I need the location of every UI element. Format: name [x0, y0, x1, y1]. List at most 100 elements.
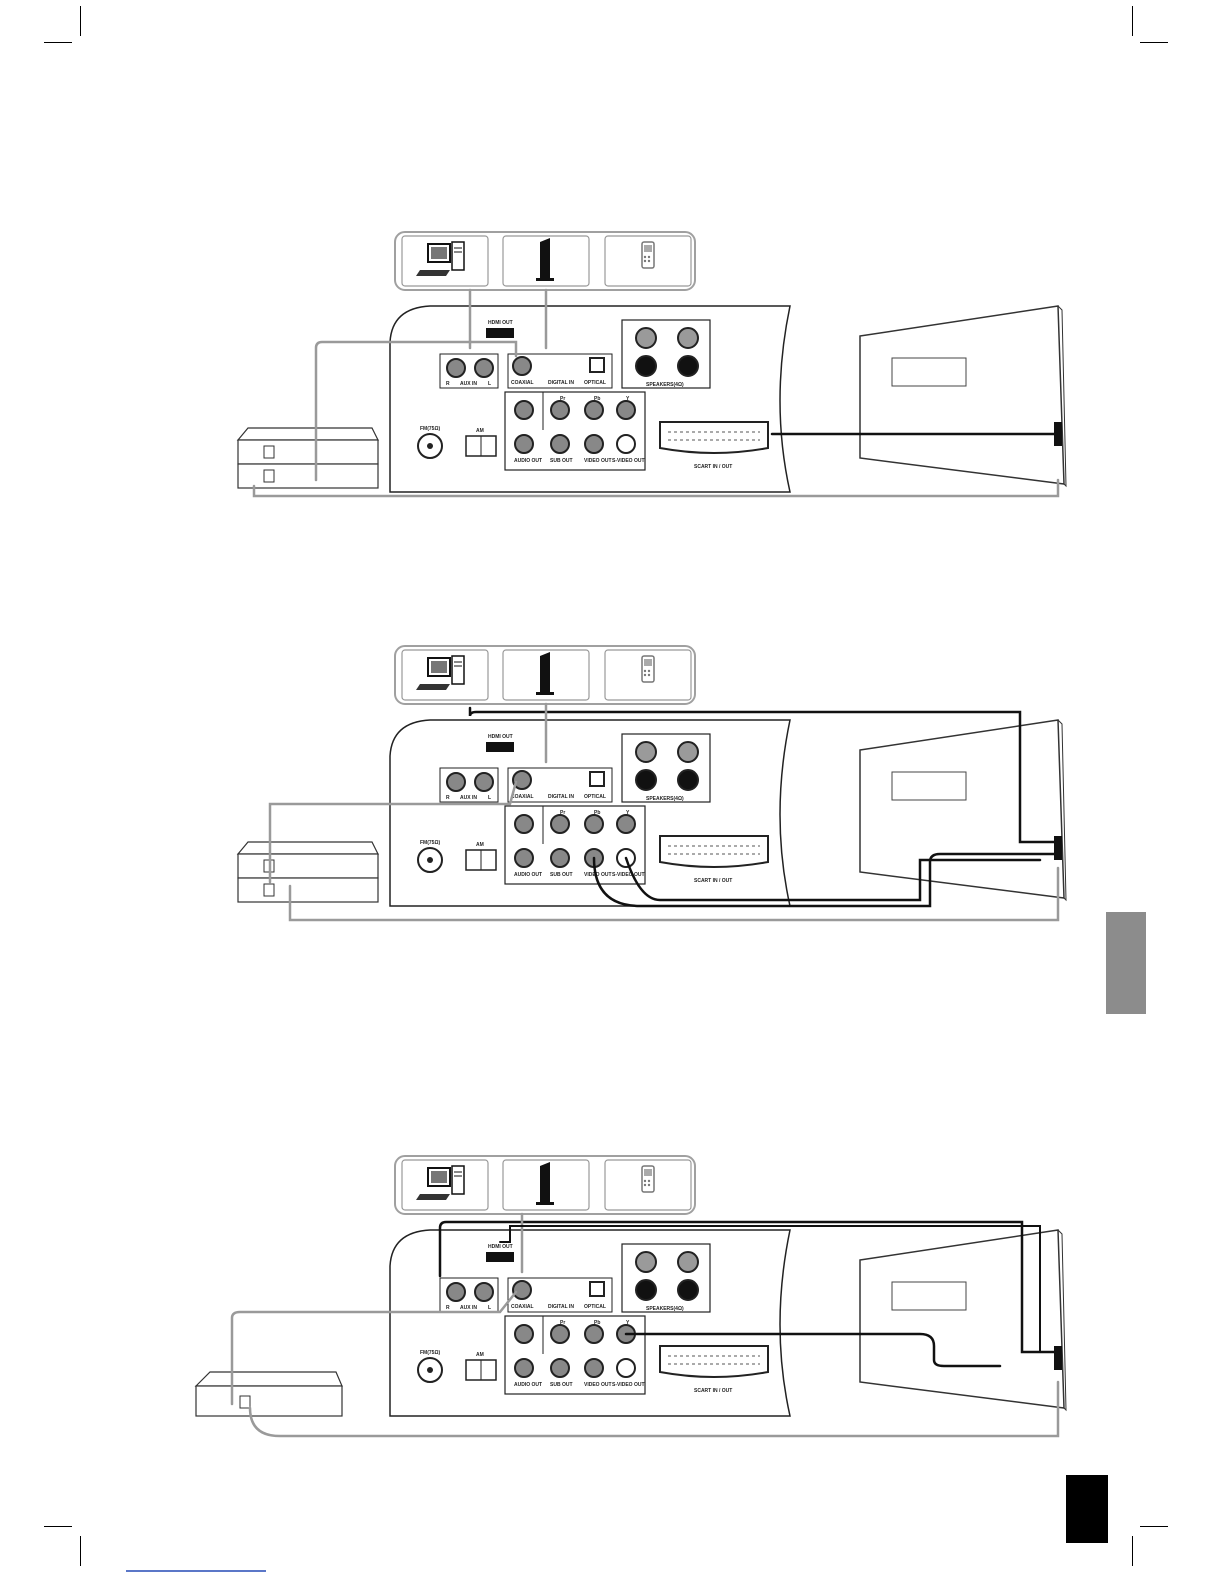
page-number-tab: [1066, 1475, 1108, 1543]
tv-set: [859, 305, 1067, 488]
svg-text:Y: Y: [626, 810, 630, 816]
optical-port: [589, 771, 605, 787]
optical-port: [589, 1281, 605, 1297]
connection-diagram: HDMI OUT R AUX IN L COAXIAL DIGITAL IN O…: [236, 231, 1067, 498]
svg-text:Y: Y: [626, 1320, 630, 1326]
hdmi-label: HDMI OUT: [488, 734, 513, 740]
svg-text:R: R: [446, 1305, 450, 1311]
svg-text:SCART IN / OUT: SCART IN / OUT: [694, 464, 732, 470]
svg-text:DIGITAL IN: DIGITAL IN: [548, 794, 574, 800]
svg-text:Pr: Pr: [560, 396, 565, 402]
svg-text:SUB OUT: SUB OUT: [550, 458, 573, 464]
svg-text:Pr: Pr: [560, 810, 565, 816]
tv-set: [859, 719, 1067, 902]
coaxial-jack: [512, 770, 532, 790]
svg-text:Pr: Pr: [560, 1320, 565, 1326]
svg-text:AUX IN: AUX IN: [460, 795, 477, 801]
svg-text:SUB OUT: SUB OUT: [550, 1382, 573, 1388]
hdmi-port: [486, 1252, 514, 1262]
svg-text:L: L: [488, 795, 491, 801]
computer-icon: [416, 1165, 465, 1200]
svg-text:COAXIAL: COAXIAL: [511, 794, 534, 800]
svg-text:AUDIO OUT: AUDIO OUT: [514, 1382, 542, 1388]
source-devices: [394, 231, 696, 291]
crop-mark: [1140, 1526, 1168, 1527]
coaxial-jack: [512, 356, 532, 376]
svg-text:SUB OUT: SUB OUT: [550, 872, 573, 878]
diagram-composite-connection: HDMI OUT R AUX IN L COAXIAL DIGITAL IN O…: [0, 636, 1224, 936]
source-devices: [394, 645, 696, 705]
svg-text:VIDEO OUT: VIDEO OUT: [584, 458, 612, 464]
mp3-player-icon: [641, 655, 655, 683]
recorder-devices: [236, 841, 379, 903]
svg-text:AM: AM: [476, 1352, 484, 1358]
svg-text:DIGITAL IN: DIGITAL IN: [548, 1304, 574, 1310]
scart-port: [659, 421, 769, 454]
svg-text:S-VIDEO OUT: S-VIDEO OUT: [612, 872, 645, 878]
svg-text:COAXIAL: COAXIAL: [511, 1304, 534, 1310]
svg-text:S-VIDEO OUT: S-VIDEO OUT: [612, 458, 645, 464]
speaker-tower-icon: [536, 238, 554, 281]
svg-text:S-VIDEO OUT: S-VIDEO OUT: [612, 1382, 645, 1388]
crop-mark: [1132, 6, 1133, 36]
aux-l-jack: [474, 772, 494, 792]
crop-mark: [80, 1536, 81, 1566]
coaxial-jack: [512, 1280, 532, 1300]
svg-text:FM(75Ω): FM(75Ω): [420, 840, 440, 846]
tv-inputs: [1054, 1346, 1062, 1370]
crop-mark: [1140, 42, 1168, 43]
svideo-jack: [616, 434, 636, 454]
cables: [230, 1212, 1060, 1438]
speakers-label: SPEAKERS(4Ω): [646, 1306, 684, 1312]
recorder-devices: [236, 427, 379, 489]
mp3-player-icon: [641, 241, 655, 269]
svg-text:SCART IN / OUT: SCART IN / OUT: [694, 1388, 732, 1394]
svg-text:OPTICAL: OPTICAL: [584, 794, 606, 800]
scart-port: [659, 1345, 769, 1378]
crop-mark: [1132, 1536, 1133, 1566]
svg-text:FM(75Ω): FM(75Ω): [420, 1350, 440, 1356]
svg-text:AM: AM: [476, 842, 484, 848]
svg-text:AM: AM: [476, 428, 484, 434]
diagram-component-connection: HDMI OUT R AUX IN L COAXIAL DIGITAL IN O…: [0, 1146, 1224, 1456]
aux-r-jack: [446, 358, 466, 378]
svg-text:VIDEO OUT: VIDEO OUT: [584, 1382, 612, 1388]
tv-inputs: [1054, 422, 1062, 446]
aux-l-jack: [474, 1282, 494, 1302]
aux-l-jack: [474, 358, 494, 378]
speaker-tower-icon: [536, 1162, 554, 1205]
svg-text:Pb: Pb: [594, 810, 600, 816]
aux-r-jack: [446, 1282, 466, 1302]
hdmi-port: [486, 328, 514, 338]
tv-inputs: [1054, 836, 1062, 860]
optical-port: [589, 357, 605, 373]
source-devices: [394, 1155, 696, 1215]
receiver-back-panel: HDMI OUT R AUX IN L COAXIAL DIGITAL IN O…: [389, 305, 791, 493]
svg-text:DIGITAL IN: DIGITAL IN: [548, 380, 574, 386]
svg-text:OPTICAL: OPTICAL: [584, 1304, 606, 1310]
computer-icon: [416, 241, 465, 276]
crop-mark: [44, 42, 72, 43]
hdmi-label: HDMI OUT: [488, 1244, 513, 1250]
connection-diagram: HDMI OUT R AUX IN L COAXIAL DIGITAL IN O…: [194, 1155, 1067, 1438]
aux-r-jack: [446, 772, 466, 792]
svg-text:L: L: [488, 1305, 491, 1311]
svg-text:VIDEO OUT: VIDEO OUT: [584, 872, 612, 878]
tv-set: [859, 1229, 1067, 1412]
svg-text:AUDIO OUT: AUDIO OUT: [514, 458, 542, 464]
crop-mark: [44, 1526, 72, 1527]
diagram-scart-connection: HDMI OUT R AUX IN L COAXIAL DIGITAL IN O…: [0, 222, 1224, 512]
svideo-jack: [616, 1358, 636, 1378]
svg-text:Y: Y: [626, 396, 630, 402]
speakers-label: SPEAKERS(4Ω): [646, 796, 684, 802]
recorder-devices: [194, 1371, 343, 1417]
svg-text:COAXIAL: COAXIAL: [511, 380, 534, 386]
svg-text:AUX IN: AUX IN: [460, 381, 477, 387]
mp3-player-icon: [641, 1165, 655, 1193]
svg-text:Pb: Pb: [594, 396, 600, 402]
receiver-back-panel: HDMI OUT R AUX IN L COAXIAL DIGITAL IN O…: [389, 719, 791, 907]
footer-link[interactable]: [126, 1570, 266, 1572]
svg-text:AUDIO OUT: AUDIO OUT: [514, 872, 542, 878]
svg-text:AUX IN: AUX IN: [460, 1305, 477, 1311]
crop-mark: [80, 6, 81, 36]
